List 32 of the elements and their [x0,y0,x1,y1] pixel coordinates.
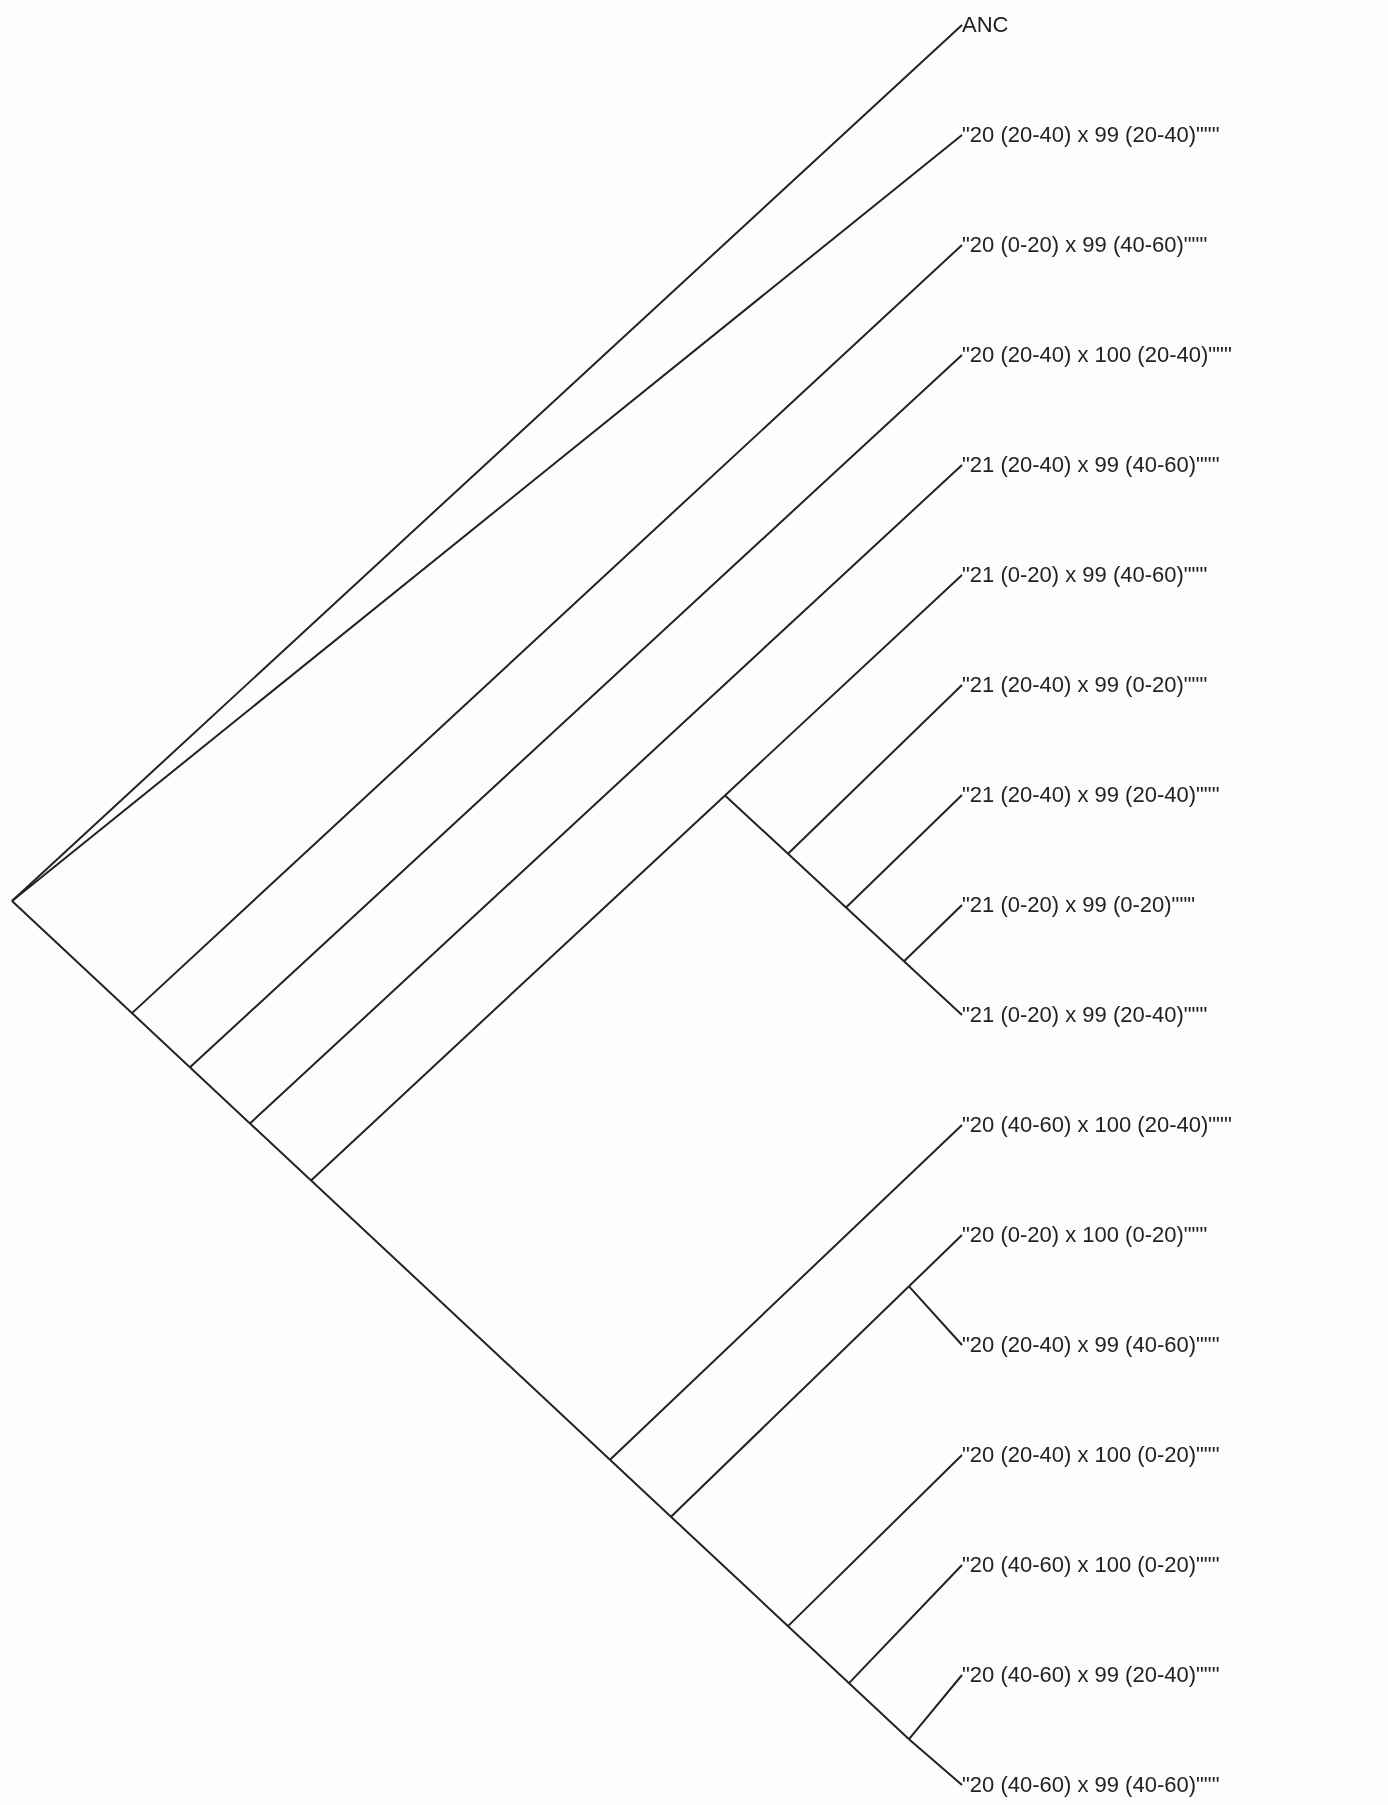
branch-line [787,684,963,855]
taxon-label: ANC [962,12,1009,38]
branch-line [787,1454,963,1628]
taxon-label: "20 (40-60) x 100 (0-20)""" [962,1552,1220,1578]
branch-line [609,1124,963,1461]
taxon-label: "20 (20-40) x 99 (20-40)""" [962,122,1220,148]
taxon-label: "20 (0-20) x 99 (40-60)""" [962,232,1208,258]
taxon-label: "21 (20-40) x 99 (0-20)""" [962,672,1208,698]
taxon-label: "20 (20-40) x 100 (20-40)""" [962,342,1232,368]
taxon-label: "21 (0-20) x 99 (40-60)""" [962,562,1208,588]
branch-line [908,1285,963,1346]
branch-line [903,904,963,963]
taxon-label: "21 (0-20) x 99 (20-40)""" [962,1002,1208,1028]
taxon-label: "20 (20-40) x 99 (40-60)""" [962,1332,1220,1358]
branch-line [908,1738,963,1786]
branch-line [249,464,963,1125]
taxon-label: "21 (20-40) x 99 (40-60)""" [962,452,1220,478]
branch-line [845,794,963,909]
branch-line [908,1234,963,1288]
branch-line [908,1674,963,1741]
branch-line [189,354,963,1069]
branch-line [903,960,963,1016]
taxon-label: "21 (20-40) x 99 (20-40)""" [962,782,1220,808]
branch-line [131,244,963,1015]
taxon-label: "20 (0-20) x 100 (0-20)""" [962,1222,1208,1248]
taxon-label: "20 (40-60) x 100 (20-40)""" [962,1112,1232,1138]
taxon-label: "21 (0-20) x 99 (0-20)""" [962,892,1195,918]
taxon-label: "20 (40-60) x 99 (40-60)""" [962,1772,1220,1798]
taxon-label: "20 (40-60) x 99 (20-40)""" [962,1662,1220,1688]
taxon-label: "20 (20-40) x 100 (0-20)""" [962,1442,1220,1468]
branch-line [724,574,963,797]
branch-line [848,1564,963,1685]
